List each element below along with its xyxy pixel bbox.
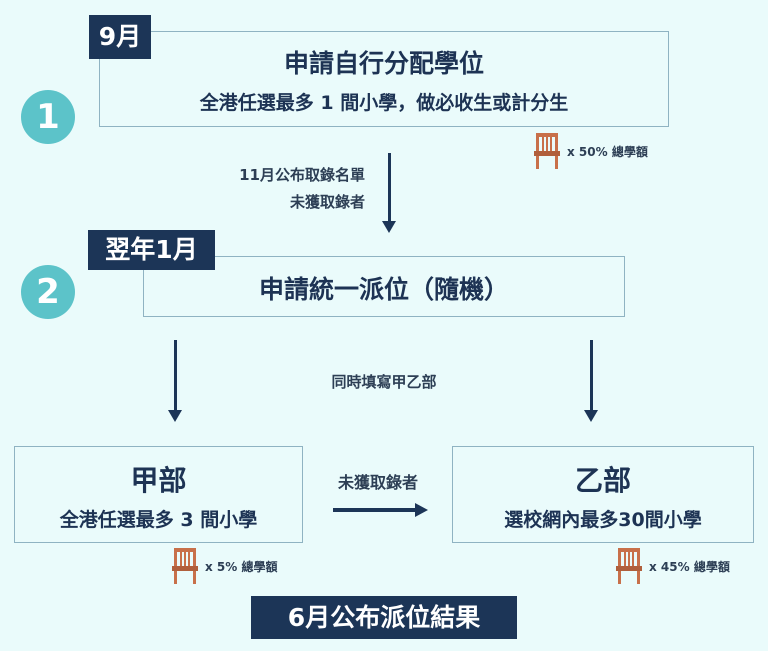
arrow-down-part-b: [584, 340, 598, 422]
part-a-quota: x 5% 總學額: [171, 548, 277, 584]
chair-icon: [616, 548, 642, 584]
transition-ab-text: 未獲取錄者: [337, 473, 418, 492]
step-2-title: 申請統一派位（隨機）: [258, 275, 509, 304]
part-a-quota-text: x 5% 總學額: [205, 559, 278, 574]
step-1-title: 申請自行分配學位: [283, 49, 484, 78]
transition-1-line1: 11月公布取錄名單: [239, 166, 365, 184]
part-b-quota: x 45% 總學額: [615, 548, 730, 584]
step-2-box: 申請統一派位（隨機）: [143, 256, 625, 317]
part-b-quota-text: x 45% 總學額: [649, 559, 730, 574]
chair-icon: [534, 133, 560, 169]
part-b-title: 乙部: [574, 464, 631, 497]
transition-1-text: 11月公布取錄名單 未獲取錄者: [239, 162, 365, 216]
result-banner: 6月公布派位結果: [251, 596, 517, 639]
arrow-right: [333, 508, 417, 512]
part-b-subtitle: 選校網內最多30間小學: [504, 509, 702, 531]
step-1-badge: 1: [21, 90, 75, 144]
part-a-title: 甲部: [130, 464, 187, 497]
arrow-right-head: [415, 503, 428, 517]
step-1-quota-text: x 50% 總學額: [567, 144, 648, 159]
arrow-down-1: [382, 153, 396, 233]
step-1-box: 申請自行分配學位 全港任選最多 1 間小學，做必收生或計分生: [99, 31, 669, 127]
part-b-box: 乙部 選校網內最多30間小學: [452, 446, 754, 543]
part-a-subtitle: 全港任選最多 3 間小學: [59, 509, 258, 531]
part-a-box: 甲部 全港任選最多 3 間小學: [14, 446, 303, 543]
step-1-subtitle: 全港任選最多 1 間小學，做必收生或計分生: [199, 92, 569, 114]
chair-icon: [172, 548, 198, 584]
step-2-month-tag: 翌年1月: [88, 230, 215, 270]
simultaneous-text: 同時填寫甲乙部: [331, 373, 437, 391]
transition-1-line2: 未獲取錄者: [289, 193, 365, 211]
step-1-month-tag: 9月: [89, 15, 151, 59]
step-1-quota: x 50% 總學額: [533, 133, 648, 169]
arrow-down-part-a: [168, 340, 182, 422]
step-2-badge: 2: [21, 265, 75, 319]
